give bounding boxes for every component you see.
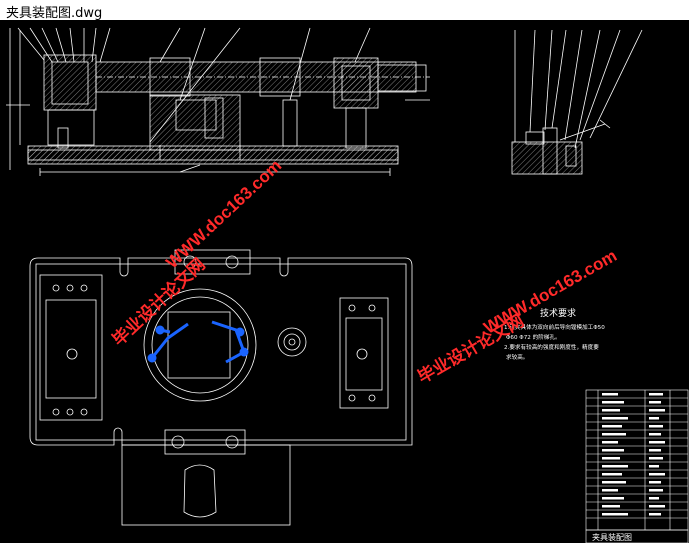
window-titlebar: 夹具装配图.dwg: [0, 0, 689, 21]
title-block: 夹具装配图: [585, 529, 689, 543]
plan-view: [29, 249, 413, 526]
drawing-name: 夹具装配图: [592, 532, 632, 542]
window-title: 夹具装配图.dwg: [6, 6, 103, 21]
watermark-top: WWW.doc163.com 毕业设计论文网: [108, 156, 285, 351]
front-view: [6, 27, 430, 176]
cad-canvas[interactable]: 技术要求 1.该夹具体为双向前后导向镗模加工Φ50 Φ60 Φ72 的阶梯孔。 …: [0, 20, 689, 543]
tech-notes-title: 技术要求: [540, 307, 576, 319]
tech-notes-line-4: 求较高。: [506, 353, 528, 361]
watermark-top-site: WWW.doc163.com: [162, 156, 285, 272]
watermark-right: WWW.doc163.com 毕业设计论文网: [414, 246, 620, 388]
parts-list: [585, 389, 689, 531]
clamp-highlight: [147, 320, 249, 364]
tech-notes-line-2: Φ60 Φ72 的阶梯孔。: [506, 333, 561, 341]
tech-notes-line-1: 1.该夹具体为双向前后导向镗模加工Φ50: [504, 323, 605, 331]
tech-notes: 技术要求 1.该夹具体为双向前后导向镗模加工Φ50 Φ60 Φ72 的阶梯孔。 …: [504, 307, 605, 361]
tech-notes-line-3: 2.要求有较高的强度和刚度性，精度要: [504, 343, 599, 351]
watermark-top-slogan: 毕业设计论文网: [108, 254, 209, 351]
side-view: [511, 29, 643, 175]
drawing-svg: 技术要求 1.该夹具体为双向前后导向镗模加工Φ50 Φ60 Φ72 的阶梯孔。 …: [6, 27, 689, 543]
